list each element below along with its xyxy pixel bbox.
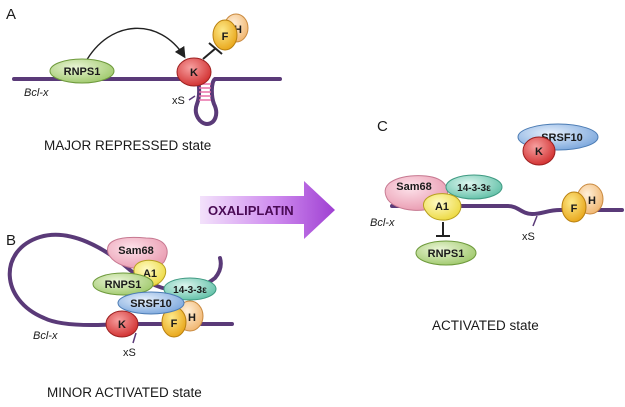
site-tick-a: [188, 95, 196, 101]
state-label-c: ACTIVATED state: [432, 318, 539, 333]
svg-text:F: F: [571, 203, 578, 215]
f-protein-a: F: [212, 19, 238, 51]
inhibition-line-a: [202, 47, 217, 60]
site-label-b: xS: [123, 347, 136, 359]
treatment-label: OXALIPLATIN: [208, 203, 294, 218]
svg-text:Sam68: Sam68: [396, 181, 431, 193]
svg-text:K: K: [118, 319, 126, 331]
svg-text:14-3-3ε: 14-3-3ε: [457, 183, 491, 194]
state-label-b: MINOR ACTIVATED state: [47, 385, 202, 400]
svg-text:Sam68: Sam68: [118, 245, 153, 257]
gene-label-a: Bcl-x: [24, 87, 49, 99]
svg-text:SRSF10: SRSF10: [541, 132, 583, 144]
a1-protein-c: A1: [423, 193, 462, 221]
panel-label-a: A: [6, 6, 16, 23]
svg-text:H: H: [188, 312, 196, 324]
panel-label-b: B: [6, 232, 16, 249]
interaction-arrow-a: [76, 27, 186, 74]
rna-strand-b: [7, 232, 234, 328]
srsf10-protein-b: SRSF10: [117, 291, 185, 315]
rna-strand-c: [390, 204, 624, 217]
inhibition-bar-a: [208, 42, 223, 55]
gene-label-c: Bcl-x: [370, 217, 395, 229]
rna-hairpin-a: [199, 83, 211, 101]
k-protein-a: K: [176, 57, 212, 87]
svg-text:A1: A1: [435, 201, 449, 213]
rnps1-protein-c: RNPS1: [415, 240, 477, 266]
svg-text:K: K: [190, 67, 198, 79]
svg-text:RNPS1: RNPS1: [64, 66, 101, 78]
gene-label-b: Bcl-x: [33, 330, 58, 342]
panel-label-c: C: [377, 118, 388, 135]
e1433-protein-b: 14-3-3ε: [163, 277, 217, 301]
rnps1-protein-a: RNPS1: [49, 58, 115, 84]
svg-text:14-3-3ε: 14-3-3ε: [173, 285, 207, 296]
k-protein-c: K: [522, 136, 556, 166]
svg-text:H: H: [234, 24, 242, 36]
site-label-c: xS: [522, 231, 535, 243]
svg-text:SRSF10: SRSF10: [130, 298, 172, 310]
f-protein-b: F: [161, 306, 187, 338]
f-protein-c: F: [561, 191, 587, 223]
e1433-protein-c: 14-3-3ε: [445, 174, 503, 200]
svg-text:F: F: [171, 318, 178, 330]
svg-text:RNPS1: RNPS1: [105, 279, 142, 291]
site-tick-b: [132, 332, 137, 344]
svg-text:RNPS1: RNPS1: [428, 248, 465, 260]
state-label-a: MAJOR REPRESSED state: [44, 138, 211, 153]
rna-strand-a: [12, 77, 282, 127]
svg-text:F: F: [222, 31, 229, 43]
svg-text:K: K: [535, 146, 543, 158]
oxaliplatin-arrow: OXALIPLATIN: [200, 181, 335, 239]
site-tick-c: [532, 215, 538, 227]
svg-text:H: H: [588, 195, 596, 207]
k-protein-b: K: [105, 310, 139, 338]
rnps1-protein-b: RNPS1: [92, 272, 154, 296]
site-label-a: xS: [172, 95, 185, 107]
